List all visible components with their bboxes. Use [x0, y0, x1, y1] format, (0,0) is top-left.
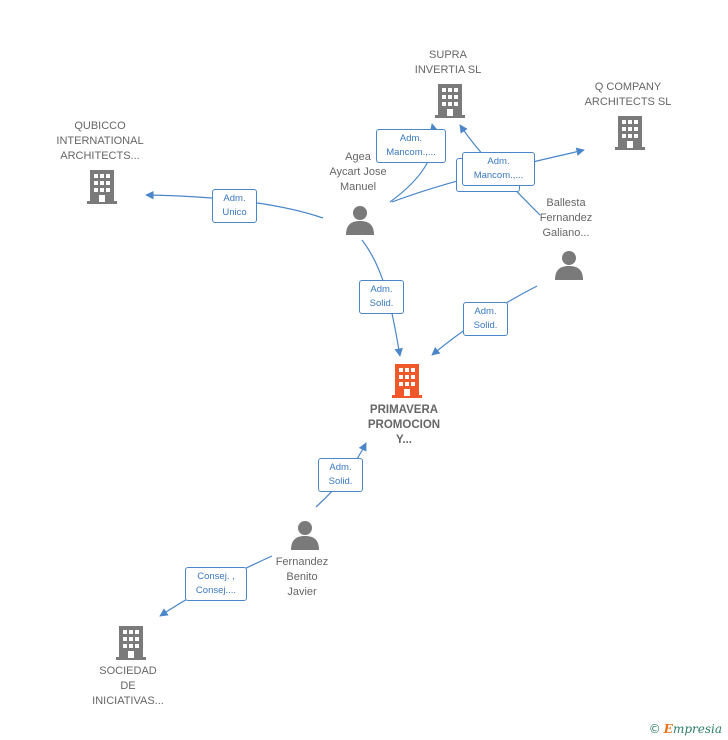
sociedad-label-line: DE: [120, 680, 136, 692]
edge-label-line: Adm.: [370, 284, 393, 295]
agea-label-line: Manuel: [339, 181, 377, 193]
fernandez-label-line: Javier: [287, 586, 317, 598]
ballesta-label-line: Ballesta: [546, 197, 586, 209]
ballesta-label-line: Fernandez: [539, 212, 593, 224]
edge-label-line: Adm.: [223, 193, 246, 204]
edge-label-line: Adm.: [487, 156, 510, 167]
qubicco-label-line: INTERNATIONAL: [56, 135, 144, 147]
sociedad-building-icon[interactable]: [116, 626, 146, 660]
agea-label-line: Agea: [345, 151, 371, 163]
qcompany-label-line: Q COMPANY: [594, 81, 662, 93]
agea-label-line: Aycart Jose: [329, 166, 387, 178]
edge-label-line: Solid.: [369, 298, 394, 309]
qubicco-building-icon[interactable]: [87, 170, 117, 204]
qcompany-label[interactable]: Q COMPANY ARCHITECTS SL: [568, 80, 688, 110]
qcompany-label-line: ARCHITECTS SL: [584, 96, 672, 108]
edge-label-agea-primavera[interactable]: Adm. Solid.: [359, 280, 404, 314]
edge-label-line: Solid.: [328, 476, 353, 487]
edge-label-line: Mancom.,...: [473, 170, 524, 181]
logo-text: mpresia: [672, 722, 722, 736]
fernandez-label-line: Fernandez: [275, 556, 329, 568]
supra-label[interactable]: SUPRA INVERTIA SL: [398, 48, 498, 78]
ballesta-label-line: Galiano...: [542, 227, 590, 239]
edge-label-ballesta-qcompany[interactable]: Adm. Mancom.,...: [462, 152, 535, 186]
qubicco-label-line: ARCHITECTS...: [60, 150, 140, 162]
ballesta-label[interactable]: Ballesta Fernandez Galiano...: [516, 196, 616, 241]
supra-label-line: SUPRA: [429, 49, 467, 61]
ballesta-person-icon[interactable]: [555, 251, 583, 280]
logo-initial: E: [663, 722, 673, 736]
supra-label-line: INVERTIA SL: [414, 64, 482, 76]
qubicco-label[interactable]: QUBICCO INTERNATIONAL ARCHITECTS...: [40, 119, 160, 164]
primavera-label-line: PRIMAVERA: [369, 404, 439, 416]
edge-label-agea-supra[interactable]: Adm. Mancom.,...: [376, 129, 446, 163]
edge-label-line: Adm.: [329, 462, 352, 473]
agea-label[interactable]: Agea Aycart Jose Manuel: [308, 150, 408, 195]
sociedad-label-line: INICIATIVAS...: [92, 695, 164, 707]
edge-label-line: Adm.: [474, 306, 497, 317]
agea-person-icon[interactable]: [346, 206, 374, 235]
edge-label-line: Consej. ,: [197, 571, 235, 582]
fernandez-person-icon[interactable]: [291, 521, 319, 550]
edge-label-line: Mancom.,...: [386, 147, 436, 158]
edge-label-fernandez-sociedad[interactable]: Consej. , Consej....: [185, 567, 247, 601]
primavera-label-line: Y...: [396, 434, 412, 446]
edge-label-agea-qubicco[interactable]: Adm. Unico: [212, 189, 257, 223]
fernandez-label[interactable]: Fernandez Benito Javier: [252, 555, 352, 600]
primavera-building-icon[interactable]: [392, 364, 422, 398]
copyright-symbol: ©: [648, 722, 661, 736]
qcompany-building-icon[interactable]: [615, 116, 645, 150]
edge-label-line: Consej....: [195, 585, 237, 596]
qubicco-label-line: QUBICCO: [74, 120, 126, 132]
edge-label-fernandez-primavera[interactable]: Adm. Solid.: [318, 458, 363, 492]
fernandez-label-line: Benito: [286, 571, 318, 583]
edge-label-line: Unico: [222, 207, 247, 218]
sociedad-label-line: SOCIEDAD: [99, 665, 157, 677]
sociedad-label[interactable]: SOCIEDAD DE INICIATIVAS...: [68, 664, 188, 709]
primavera-label[interactable]: PRIMAVERA PROMOCION Y...: [344, 403, 464, 448]
edge-label-line: Adm.: [399, 133, 423, 144]
edge-label-line: Solid.: [473, 320, 498, 331]
supra-building-icon[interactable]: [435, 84, 465, 118]
edge-label-ballesta-primavera[interactable]: Adm. Solid.: [463, 302, 508, 336]
empresia-logo[interactable]: ©Empresia: [649, 722, 722, 736]
primavera-label-line: PROMOCION: [367, 419, 441, 431]
